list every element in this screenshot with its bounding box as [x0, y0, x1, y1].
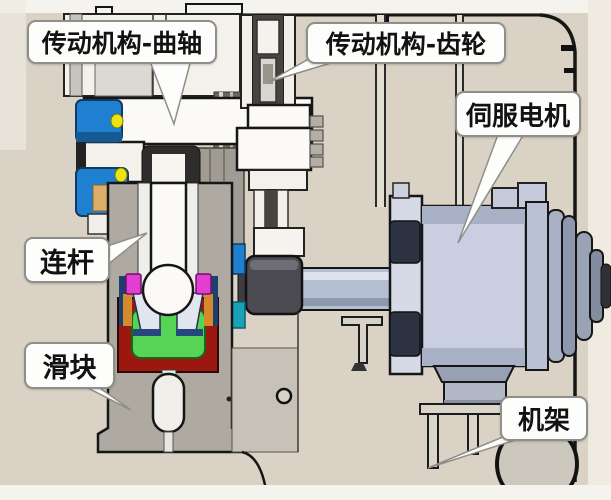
motor-body [420, 204, 528, 368]
panel-hole [275, 387, 293, 405]
gear-lower [235, 126, 313, 172]
oil-point-lower [114, 167, 128, 183]
label-slider: 滑块 [24, 342, 115, 389]
motor-foot [432, 365, 516, 383]
oil-point-upper [110, 113, 124, 129]
label-servo-motor: 伺服电机 [455, 91, 581, 137]
motor-encoder [547, 209, 611, 363]
pin-left [125, 273, 142, 295]
label-connecting-rod: 连杆 [24, 237, 110, 283]
rod-ball-end [141, 263, 195, 317]
gear-teeth [309, 115, 324, 168]
label-frame: 机架 [500, 396, 588, 441]
housing-slot [151, 369, 186, 453]
servo-motor [388, 182, 611, 405]
gear-column [235, 14, 324, 257]
shaft-coupling [237, 254, 304, 316]
gear-upper [246, 103, 312, 130]
frame-bracket [341, 316, 383, 371]
label-crankshaft: 传动机构-曲轴 [27, 20, 217, 64]
label-gear: 传动机构-齿轮 [306, 22, 506, 64]
frame-panel [226, 312, 299, 491]
callout-tails [75, 55, 535, 469]
connecting-rod [141, 181, 195, 317]
bottom-margin [0, 485, 611, 500]
pin-right [195, 273, 212, 295]
